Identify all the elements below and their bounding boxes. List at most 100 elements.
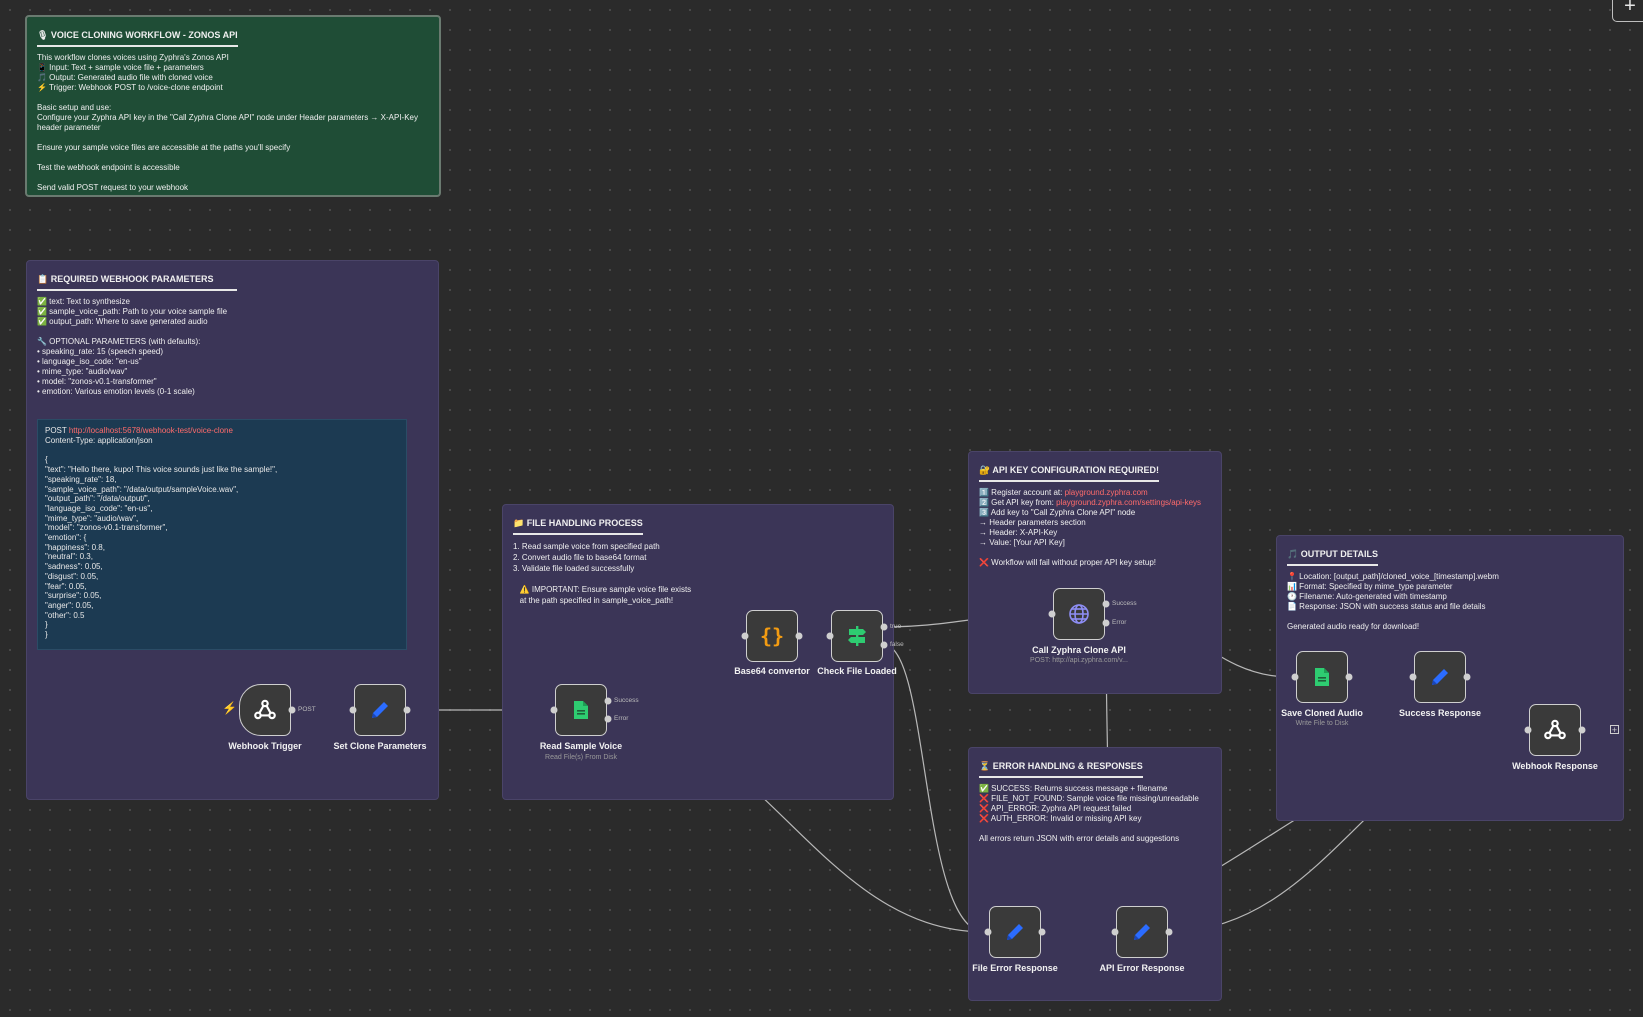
note-line: Send valid POST request to your webhook bbox=[37, 183, 189, 192]
zyphra-api-keys-link[interactable]: playground.zyphra.com/settings/api-keys bbox=[1056, 498, 1202, 507]
sticky-note-api-key[interactable]: 🔐 API KEY CONFIGURATION REQUIRED! 1️⃣ Re… bbox=[968, 451, 1222, 694]
code-line: { bbox=[45, 455, 48, 465]
note-line: ❌ FILE_NOT_FOUND: Sample voice file miss… bbox=[979, 794, 1199, 803]
input-port[interactable] bbox=[826, 632, 834, 640]
output-port-true[interactable] bbox=[880, 623, 888, 631]
pencil-icon bbox=[1134, 924, 1150, 940]
code-line: "output_path": "/data/output/", bbox=[45, 494, 150, 504]
note-line: ⚡ Trigger: Webhook POST to /voice-clone … bbox=[37, 83, 223, 92]
sticky-note-error-handling[interactable]: ⏳ ERROR HANDLING & RESPONSES ✅ SUCCESS: … bbox=[968, 747, 1222, 1001]
zyphra-playground-link[interactable]: playground.zyphra.com bbox=[1064, 488, 1148, 497]
input-port[interactable] bbox=[1048, 610, 1056, 618]
note-title: 📁 FILE HANDLING PROCESS bbox=[513, 518, 643, 535]
node-check-file-loaded[interactable] bbox=[831, 610, 883, 662]
node-label: Save Cloned Audio bbox=[1281, 708, 1363, 718]
output-port-error[interactable] bbox=[604, 715, 612, 723]
note-line: • language_iso_code: "en-us" bbox=[37, 357, 142, 366]
node-label: File Error Response bbox=[972, 963, 1058, 973]
note-body: 📍 Location: [output_path]/cloned_voice_[… bbox=[1287, 572, 1613, 632]
input-port[interactable] bbox=[349, 706, 357, 714]
code-line: "sadness": 0.05, bbox=[45, 562, 103, 572]
note-body: 1. Read sample voice from specified path… bbox=[513, 541, 883, 606]
note-line: 🔧 OPTIONAL PARAMETERS (with defaults): bbox=[37, 337, 201, 346]
port-label-success: Success bbox=[614, 697, 639, 704]
node-success-response[interactable] bbox=[1414, 651, 1466, 703]
input-port[interactable] bbox=[1524, 726, 1532, 734]
port-label-false: false bbox=[890, 641, 904, 648]
node-base64-convertor[interactable]: {} bbox=[746, 610, 798, 662]
code-line: "language_iso_code": "en-us", bbox=[45, 503, 153, 513]
note-text: 1️⃣ Register account at: bbox=[979, 488, 1065, 497]
port-label-error: Error bbox=[1112, 619, 1127, 626]
input-port[interactable] bbox=[1409, 673, 1417, 681]
node-webhook-response[interactable] bbox=[1529, 704, 1581, 756]
note-body: 1️⃣ Register account at: playground.zyph… bbox=[979, 488, 1211, 568]
node-label: Check File Loaded bbox=[817, 666, 897, 676]
node-call-zyphra-clone-api[interactable] bbox=[1053, 588, 1105, 640]
output-port-success[interactable] bbox=[604, 697, 612, 705]
note-line: Ensure your sample voice files are acces… bbox=[37, 143, 291, 152]
note-gap bbox=[37, 153, 429, 163]
code-gap bbox=[45, 445, 399, 455]
output-port[interactable] bbox=[1038, 928, 1046, 936]
signpost-icon bbox=[848, 626, 866, 646]
input-port[interactable] bbox=[550, 706, 558, 714]
output-port[interactable] bbox=[1463, 673, 1471, 681]
note-line: ❌ AUTH_ERROR: Invalid or missing API key bbox=[979, 814, 1142, 823]
note-line: • mime_type: "audio/wav" bbox=[37, 367, 128, 376]
node-read-sample-voice[interactable] bbox=[555, 684, 607, 736]
input-port[interactable] bbox=[984, 928, 992, 936]
webhook-icon bbox=[1544, 719, 1566, 740]
node-subtitle: POST: http://api.zyphra.com/v... bbox=[1030, 657, 1128, 664]
note-line: All errors return JSON with error detail… bbox=[979, 834, 1180, 843]
output-port-success[interactable] bbox=[1102, 600, 1110, 608]
output-port-false[interactable] bbox=[880, 641, 888, 649]
output-port[interactable] bbox=[288, 706, 296, 714]
code-line: "neutral": 0.3, bbox=[45, 552, 93, 562]
sticky-note-intro[interactable]: 🎙 VOICE CLONING WORKFLOW - ZONOS API Thi… bbox=[25, 15, 441, 197]
code-line: "model": "zonos-v0.1-transformer", bbox=[45, 523, 168, 533]
input-port[interactable] bbox=[741, 632, 749, 640]
port-label-true: true bbox=[890, 623, 902, 630]
note-gap bbox=[1287, 612, 1613, 622]
node-webhook-trigger[interactable] bbox=[239, 684, 291, 736]
code-request-line: POST http://localhost:5678/webhook-test/… bbox=[45, 426, 399, 436]
code-line: "speaking_rate": 18, bbox=[45, 474, 117, 484]
output-port[interactable] bbox=[403, 706, 411, 714]
input-port[interactable] bbox=[1291, 673, 1299, 681]
node-label: Read Sample Voice bbox=[539, 741, 623, 751]
code-line: "anger": 0.05, bbox=[45, 600, 94, 610]
output-port-error[interactable] bbox=[1102, 619, 1110, 627]
note-line: • model: "zonos-v0.1-transformer" bbox=[37, 377, 157, 386]
node-label: API Error Response bbox=[1099, 963, 1185, 973]
code-line: "mime_type": "audio/wav", bbox=[45, 513, 139, 523]
note-line: 📄 Response: JSON with success status and… bbox=[1287, 602, 1486, 611]
note-text: 2️⃣ Get API key from: bbox=[979, 498, 1057, 507]
output-port[interactable] bbox=[795, 632, 803, 640]
node-file-error-response[interactable] bbox=[989, 906, 1041, 958]
input-port[interactable] bbox=[1111, 928, 1119, 936]
code-url-link[interactable]: http://localhost:5678/webhook-test/voice… bbox=[68, 426, 233, 435]
output-port[interactable] bbox=[1345, 673, 1353, 681]
port-label-error: Error bbox=[614, 715, 629, 722]
note-line: 📍 Location: [output_path]/cloned_voice_[… bbox=[1287, 572, 1499, 581]
node-label: Call Zyphra Clone API bbox=[1032, 645, 1126, 655]
code-line: "disgust": 0.05, bbox=[45, 571, 99, 581]
note-line: This workflow clones voices using Zyphra… bbox=[37, 53, 229, 62]
node-set-clone-parameters[interactable] bbox=[354, 684, 406, 736]
sticky-note-file-handling[interactable]: 📁 FILE HANDLING PROCESS 1. Read sample v… bbox=[502, 504, 894, 800]
node-save-cloned-audio[interactable] bbox=[1296, 651, 1348, 703]
note-line: ✅ output_path: Where to save generated a… bbox=[37, 317, 208, 326]
code-line: "text": "Hello there, kupo! This voice s… bbox=[45, 465, 278, 475]
output-port[interactable] bbox=[1578, 726, 1586, 734]
file-icon bbox=[1315, 668, 1329, 686]
add-node-panel-button[interactable]: + bbox=[1612, 0, 1643, 22]
code-line: } bbox=[45, 630, 48, 640]
add-node-button[interactable]: + bbox=[1610, 725, 1619, 735]
output-port[interactable] bbox=[1165, 928, 1173, 936]
note-line: 2. Convert audio file to base64 format bbox=[513, 553, 647, 562]
note-gap bbox=[979, 824, 1211, 834]
note-line: 🎵 Output: Generated audio file with clon… bbox=[37, 73, 213, 82]
node-api-error-response[interactable] bbox=[1116, 906, 1168, 958]
note-line: header parameter bbox=[37, 123, 101, 132]
